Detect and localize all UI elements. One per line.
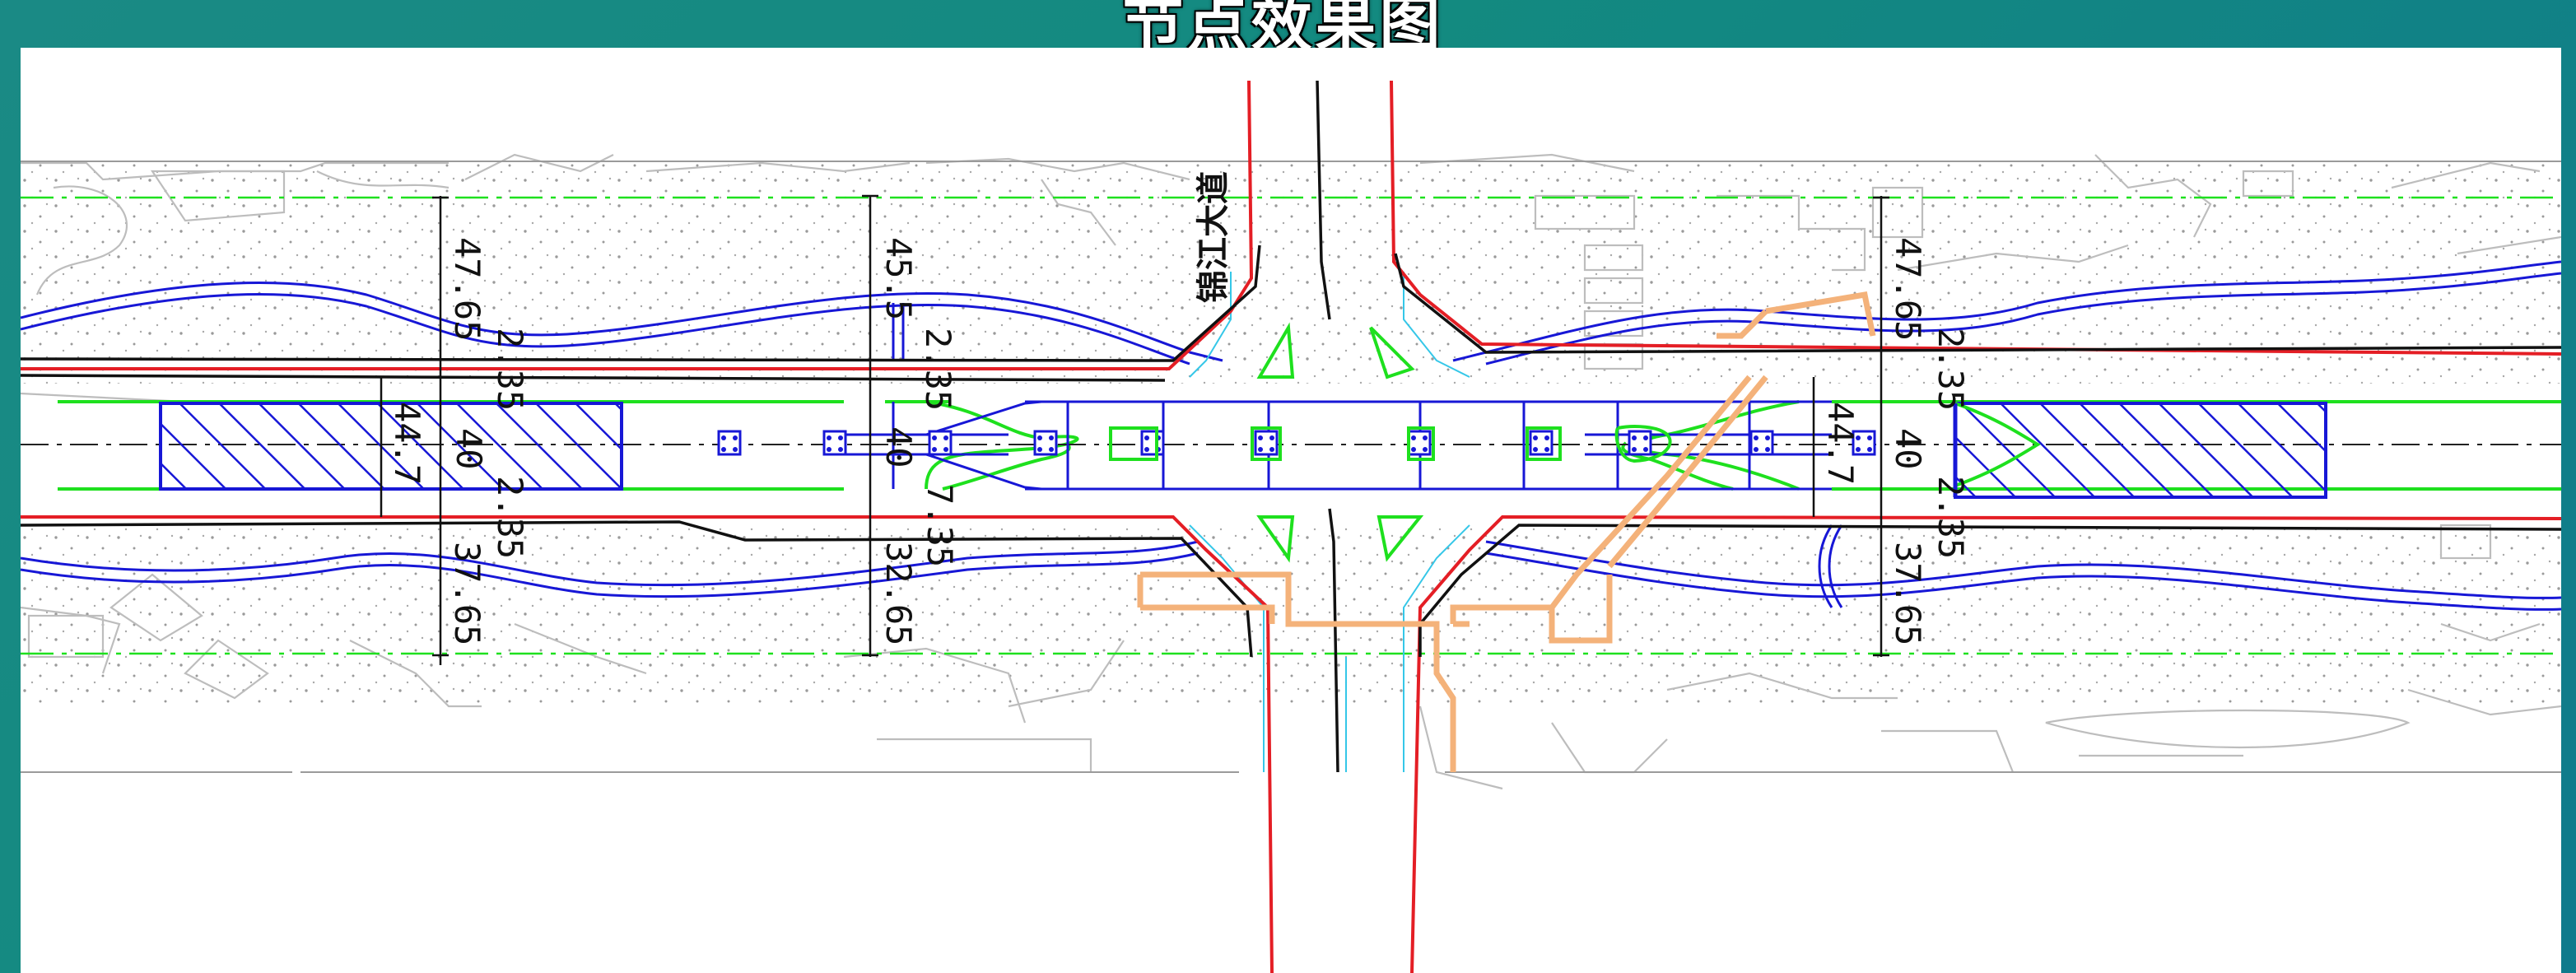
dim-32-65-mid: 32.65 bbox=[878, 542, 919, 645]
tunnel-portal-left bbox=[159, 402, 623, 491]
dim-37-65-left: 37.65 bbox=[447, 542, 487, 645]
dim-37-65-right: 37.65 bbox=[1888, 542, 1928, 645]
dimension-labels: 47.65 2.35 40 44.7 2.35 37.65 45.5 2.35 … bbox=[387, 237, 1971, 645]
dim-40-left: 40 bbox=[449, 428, 489, 470]
dim-40-mid: 40 bbox=[878, 426, 919, 468]
dim-44-7-left: 44.7 bbox=[387, 402, 427, 485]
pillar-marks bbox=[721, 435, 1872, 452]
dim-40-right: 40 bbox=[1888, 428, 1928, 470]
road-name-label: 锦江大道 bbox=[1195, 171, 1232, 303]
boundary-grey-lines bbox=[21, 161, 2561, 773]
dim-2-35-right-bot: 2.35 bbox=[1931, 476, 1971, 559]
orange-ramps bbox=[1137, 291, 1876, 772]
dim-45-5: 45.5 bbox=[878, 237, 919, 320]
cyan-lines bbox=[1189, 272, 1470, 772]
tunnel-flare-right bbox=[1954, 402, 2041, 487]
dim-2-35-left-top: 2.35 bbox=[490, 328, 530, 411]
dim-2-35-right-top: 2.35 bbox=[1931, 328, 1971, 411]
plan-drawing: 47.65 2.35 40 44.7 2.35 37.65 45.5 2.35 … bbox=[21, 80, 2561, 973]
dim-44-7-right: 44.7 bbox=[1820, 402, 1861, 485]
dim-7-35-mid: 7.35 bbox=[920, 484, 960, 567]
dim-2-35-mid: 2.35 bbox=[918, 328, 958, 411]
dim-2-35-left-bot: 2.35 bbox=[490, 476, 530, 559]
dim-47-65-left: 47.65 bbox=[447, 237, 487, 341]
blue-wave-lines bbox=[21, 260, 2561, 611]
terrain-outlines bbox=[21, 153, 2561, 790]
drawing-sheet: 47.65 2.35 40 44.7 2.35 37.65 45.5 2.35 … bbox=[21, 48, 2561, 973]
tunnel-portal-right bbox=[1954, 402, 2327, 499]
dimension-lines bbox=[380, 194, 1889, 665]
red-road-edges bbox=[21, 80, 2561, 973]
page-title: 节点效果图 bbox=[0, 0, 2576, 60]
tunnel-outline bbox=[844, 400, 1832, 491]
green-pillar-caps bbox=[1109, 425, 1672, 463]
page-title-text: 节点效果图 bbox=[1122, 0, 1444, 60]
dim-47-65-right: 47.65 bbox=[1888, 237, 1928, 341]
black-curb-lines bbox=[21, 80, 2561, 773]
traffic-islands bbox=[1256, 322, 1424, 563]
